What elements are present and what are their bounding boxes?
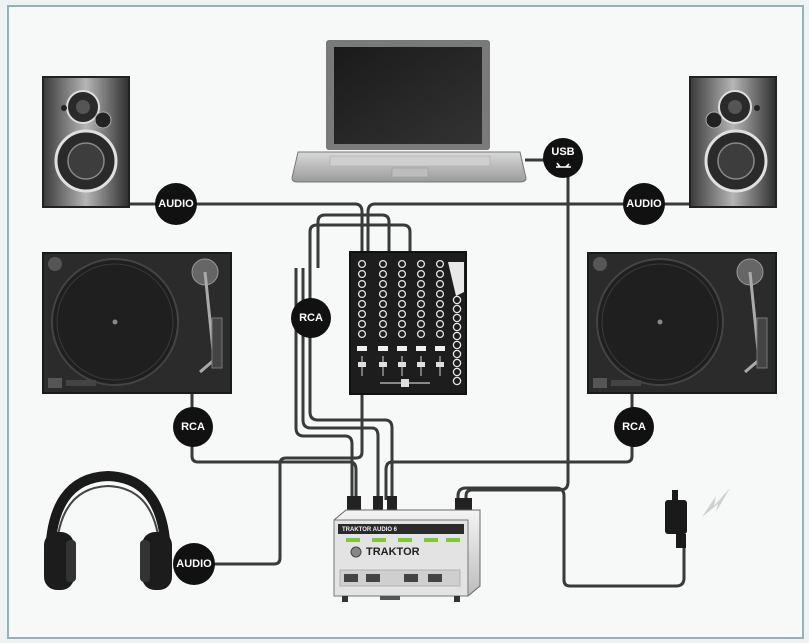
mixer-knob bbox=[378, 299, 388, 309]
cables bbox=[128, 158, 690, 588]
mixer-fader-cap bbox=[417, 362, 425, 367]
interface-channel-led bbox=[398, 538, 412, 542]
interface-channel-led bbox=[424, 538, 438, 542]
mixer-knob bbox=[435, 269, 445, 279]
mixer-knob bbox=[452, 304, 462, 314]
mixer-knob bbox=[397, 319, 407, 329]
badge-rca-mixer: RCA bbox=[291, 298, 331, 338]
mixer-button bbox=[378, 346, 388, 351]
mixer-knob bbox=[378, 269, 388, 279]
mixer-button bbox=[397, 346, 407, 351]
mixer bbox=[349, 251, 467, 395]
mixer-knob bbox=[435, 309, 445, 319]
mixer-knob bbox=[397, 289, 407, 299]
mixer-knob bbox=[452, 313, 462, 323]
interface-channel-led bbox=[446, 538, 460, 542]
mixer-knob bbox=[452, 340, 462, 350]
laptop bbox=[291, 40, 527, 183]
mixer-knob bbox=[416, 259, 426, 269]
speaker-right bbox=[689, 76, 777, 208]
mixer-knob bbox=[357, 279, 367, 289]
badge-usb: USB bbox=[543, 138, 583, 178]
turntable-right bbox=[587, 252, 777, 394]
speaker-left bbox=[42, 76, 130, 208]
mixer-knob bbox=[397, 269, 407, 279]
mixer-knob bbox=[378, 279, 388, 289]
mixer-fader-cap bbox=[358, 362, 366, 367]
mixer-knob bbox=[416, 299, 426, 309]
badge-audio-right: AUDIO bbox=[623, 183, 665, 225]
mixer-knob bbox=[357, 329, 367, 339]
mixer-knob bbox=[416, 289, 426, 299]
mixer-knob bbox=[397, 259, 407, 269]
svg-text:RCA: RCA bbox=[622, 421, 646, 433]
mixer-button bbox=[435, 346, 445, 351]
mixer-knob bbox=[357, 299, 367, 309]
mixer-knob bbox=[452, 376, 462, 386]
mixer-knob bbox=[378, 289, 388, 299]
mixer-knob bbox=[357, 269, 367, 279]
mixer-knob bbox=[435, 299, 445, 309]
mixer-knob bbox=[452, 295, 462, 305]
mixer-display bbox=[448, 262, 464, 296]
svg-text:RCA: RCA bbox=[181, 421, 205, 433]
mixer-knob bbox=[397, 309, 407, 319]
mixer-knob bbox=[378, 309, 388, 319]
mixer-knob bbox=[357, 259, 367, 269]
svg-text:AUDIO: AUDIO bbox=[158, 198, 194, 210]
mixer-knob bbox=[452, 331, 462, 341]
mixer-knob bbox=[357, 319, 367, 329]
mixer-knob bbox=[357, 289, 367, 299]
interface-channel-led bbox=[346, 538, 360, 542]
mixer-knob bbox=[416, 329, 426, 339]
mixer-knob bbox=[416, 269, 426, 279]
mixer-knob bbox=[378, 329, 388, 339]
mixer-knob bbox=[357, 309, 367, 319]
mixer-knob bbox=[435, 289, 445, 299]
svg-text:AUDIO: AUDIO bbox=[626, 198, 662, 210]
mixer-knob bbox=[435, 329, 445, 339]
power-adapter bbox=[665, 488, 730, 548]
mixer-fader-cap bbox=[436, 362, 444, 367]
mixer-knob bbox=[435, 279, 445, 289]
mixer-knob bbox=[452, 349, 462, 359]
mixer-knob bbox=[416, 309, 426, 319]
mixer-knob bbox=[416, 319, 426, 329]
mixer-fader-cap bbox=[379, 362, 387, 367]
mixer-knob bbox=[452, 358, 462, 368]
mixer-knob bbox=[435, 319, 445, 329]
audio-interface: TRAKTOR AUDIO 6 TRAKTOR bbox=[333, 496, 481, 602]
badge-audio-left: AUDIO bbox=[155, 183, 197, 225]
turntable-left bbox=[42, 252, 232, 394]
mixer-button bbox=[357, 346, 367, 351]
power-spark-icon bbox=[702, 488, 730, 517]
mixer-knob bbox=[435, 259, 445, 269]
usb-symbol-icon bbox=[556, 162, 571, 168]
mixer-knob bbox=[397, 329, 407, 339]
svg-text:RCA: RCA bbox=[299, 312, 323, 324]
interface-channel-led bbox=[372, 538, 386, 542]
interface-brand-label: TRAKTOR bbox=[366, 546, 420, 558]
mixer-knob bbox=[452, 322, 462, 332]
laptop-trackpad bbox=[391, 167, 429, 178]
laptop-screen bbox=[334, 47, 482, 144]
mixer-knob bbox=[452, 367, 462, 377]
mixer-knob bbox=[397, 299, 407, 309]
mixer-knob bbox=[397, 279, 407, 289]
badge-audio-headphones: AUDIO bbox=[173, 543, 215, 585]
mixer-knob bbox=[378, 259, 388, 269]
mixer-knob bbox=[416, 279, 426, 289]
mixer-fader-cap bbox=[398, 362, 406, 367]
svg-text:AUDIO: AUDIO bbox=[176, 558, 212, 570]
interface-model-label: TRAKTOR AUDIO 6 bbox=[342, 527, 398, 533]
mixer-button bbox=[416, 346, 426, 351]
mixer-knob bbox=[378, 319, 388, 329]
mixer-crossfader-cap bbox=[401, 379, 409, 387]
headphones bbox=[44, 470, 172, 590]
badge-rca-right: RCA bbox=[614, 407, 654, 447]
svg-text:USB: USB bbox=[551, 146, 574, 158]
badge-rca-left: RCA bbox=[173, 407, 213, 447]
